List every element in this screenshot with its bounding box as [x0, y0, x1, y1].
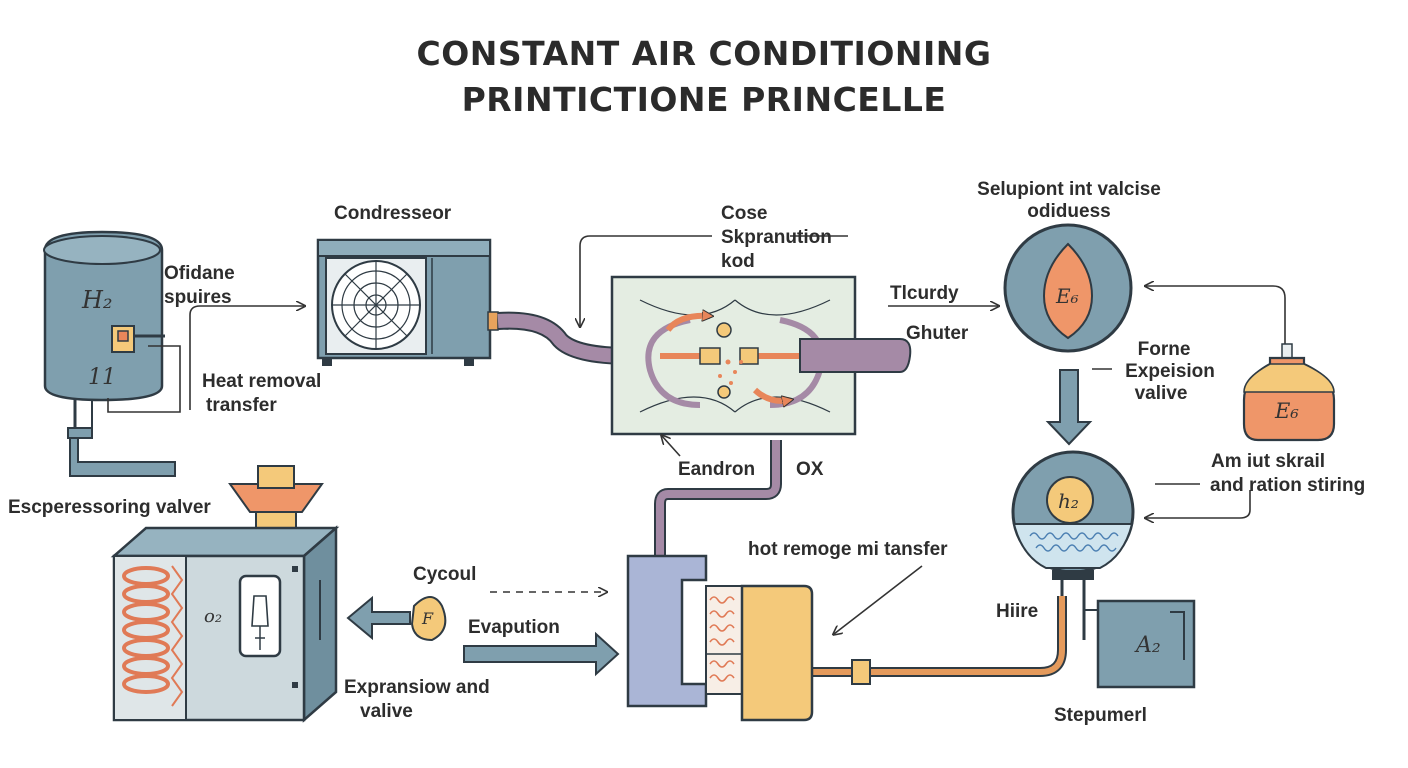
am-iut-label-line-1: Am iut skrail: [1210, 451, 1326, 472]
ofidane-label-line-2: spuires: [164, 287, 232, 308]
stepumerl-box: [1083, 599, 1196, 689]
selupiont-label-line-2: odiduess: [1027, 201, 1111, 222]
escperessoring-label: Escperessoring valver: [8, 497, 211, 518]
condenser-label: Condresseor: [334, 203, 452, 224]
ofidane-label-line-1: Ofidane: [164, 263, 235, 284]
expansion-valve-unit: [110, 465, 340, 723]
heat-removal-label-line-1: Heat removal: [202, 371, 322, 392]
down-flow-arrow: [1045, 369, 1093, 446]
expransiow-label-line-1: Expransiow and: [344, 677, 490, 698]
am-iut-label-line-2: and ration stiring: [1210, 475, 1366, 496]
purple-outlet-pipe: [799, 338, 912, 373]
ghuter-label: Ghuter: [906, 323, 969, 344]
hot-remoge-arrow: [834, 565, 923, 634]
am-iut-arrow: [1146, 490, 1251, 518]
cycoul-label: Cycoul: [413, 564, 477, 585]
eandron-arrow: [662, 436, 681, 457]
forne-label-line-3: valive: [1134, 383, 1188, 404]
tank-number-glyph: 11: [88, 365, 116, 390]
evapution-block-arrow: [463, 631, 620, 677]
pod-f-glyph: F: [421, 609, 434, 628]
sphere-e6-glyph: E₆: [1055, 284, 1079, 308]
sphere-h2-glyph: h₂: [1058, 489, 1079, 513]
tank-h2-glyph: H₂: [81, 286, 113, 314]
stepumerl-label: Stepumerl: [1054, 705, 1147, 726]
diagram-title-line-2: PRINTICTIONE PRINCELLE: [461, 80, 947, 119]
heat-exchanger: [626, 554, 814, 722]
hot-remoge-label: hot remoge mi tansfer: [748, 539, 948, 560]
tank-to-condenser-line: [107, 345, 181, 413]
tlcurdy-label: Tlcurdy: [890, 283, 959, 304]
orange-jar: [1242, 343, 1336, 442]
cose-label-line-2: Skpranution: [721, 227, 832, 248]
heat-removal-label-line-2: transfer: [206, 395, 277, 416]
condenser-unit: [316, 238, 499, 366]
cose-label-line-3: kod: [721, 251, 755, 272]
eandron-label: Eandron: [678, 459, 756, 480]
ofidane-arrow: [189, 306, 304, 410]
ox-label: OX: [796, 459, 824, 480]
expransiow-label-line-2: valive: [360, 701, 413, 722]
box-o2-glyph: o₂: [204, 606, 222, 627]
forne-label-line-2: Expeision: [1125, 361, 1215, 382]
box-a2-glyph: A₂: [1134, 633, 1161, 658]
diagram-title-line-1: CONSTANT AIR CONDITIONING: [416, 34, 992, 73]
hydrogen-tank: [43, 230, 176, 477]
selupiont-label-line-1: Selupiont int valcise: [977, 179, 1161, 200]
lower-sphere: [1011, 450, 1135, 640]
cycoul-pod: [410, 596, 447, 642]
cose-label-line-1: Cose: [721, 203, 768, 224]
left-block-arrow: [346, 595, 411, 641]
jar-e6-glyph: E₆: [1274, 399, 1299, 423]
evapution-label: Evapution: [468, 617, 560, 638]
jar-return-arrow: [1146, 286, 1286, 346]
hiire-label: Hiire: [996, 601, 1039, 622]
cose-arrow: [580, 235, 712, 326]
upper-sphere: [1003, 223, 1133, 353]
forne-label-line-1: Forne: [1137, 339, 1191, 360]
